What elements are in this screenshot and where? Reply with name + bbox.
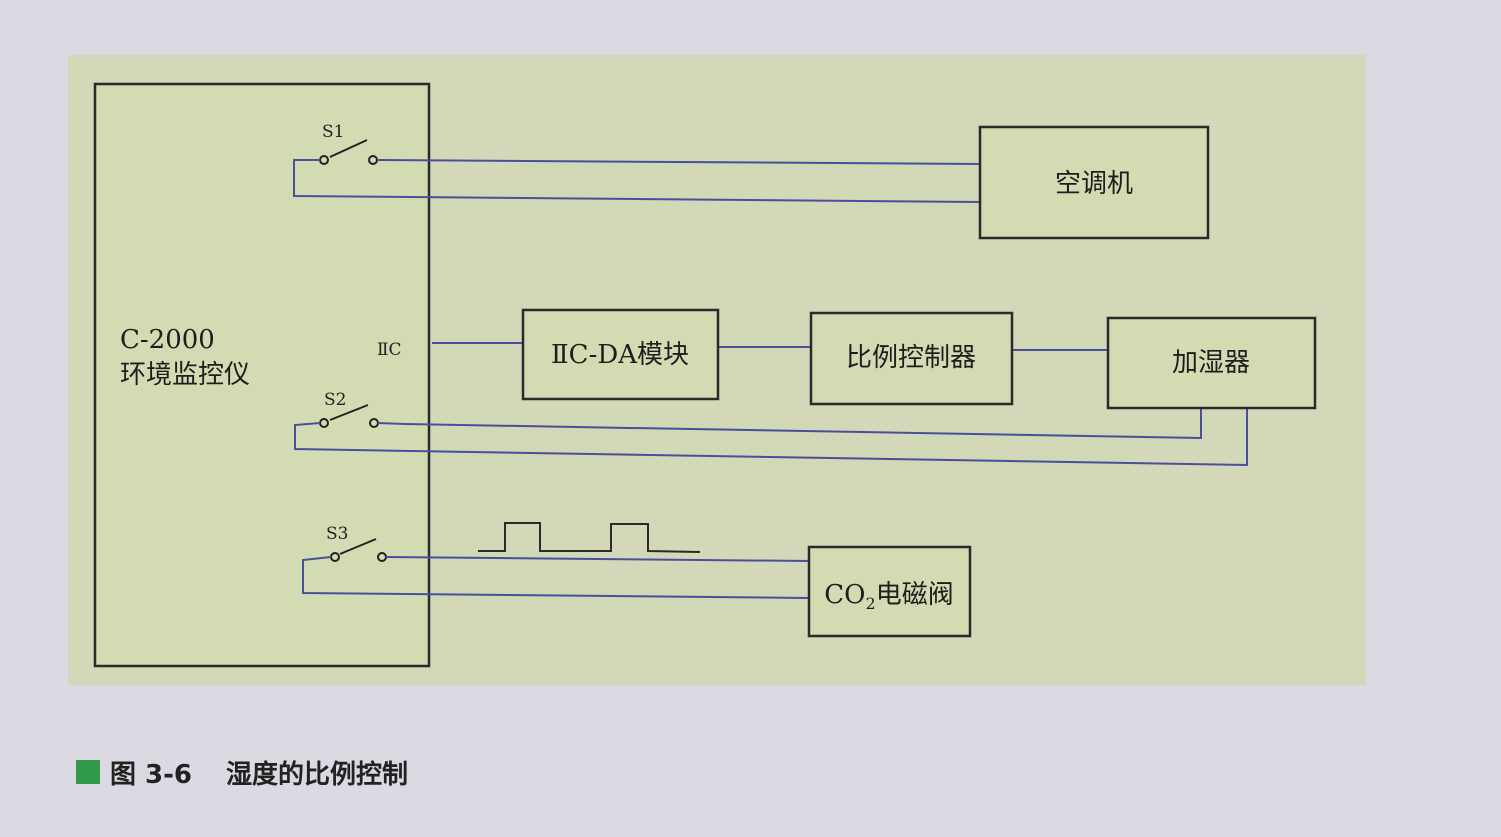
co2-valve-label: CO2电磁阀: [824, 580, 953, 613]
wire-s2-return: [294, 408, 1248, 467]
controller-label: 比例控制器: [846, 343, 976, 373]
switch-s2: [319, 404, 379, 428]
wires: [293, 159, 1248, 599]
co2-prefix: CO: [824, 580, 865, 610]
pulse-waveform: [478, 522, 701, 553]
switch-s3: [330, 538, 387, 562]
air-conditioner-label: 空调机: [1055, 169, 1133, 199]
switch-label-s1: S1: [322, 122, 344, 142]
wire-s1-feed: [376, 159, 981, 165]
da-module-label: ⅡC-DA模块: [551, 340, 689, 370]
da-module-box: [521, 308, 720, 401]
caption-title: 湿度的比例控制: [226, 759, 409, 790]
controller-box: [809, 311, 1014, 406]
co2-subscript: 2: [866, 594, 876, 613]
wire-s3-return: [302, 556, 810, 599]
switch-label-s2: S2: [324, 390, 346, 410]
humidifier-label: 加湿器: [1172, 348, 1250, 378]
caption-marker-icon: [76, 760, 100, 784]
co2-suffix: 电磁阀: [876, 580, 954, 610]
switch-label-s3: S3: [326, 524, 348, 544]
monitor-name: 环境监控仪: [120, 360, 250, 390]
wire-s3-feed: [385, 556, 810, 562]
monitor-model: C-2000: [120, 325, 215, 355]
monitor-box: [93, 82, 431, 668]
wire-s2-feed: [377, 407, 1202, 440]
humidifier-box: [1106, 316, 1317, 410]
figure-caption: 图 3-6 湿度的比例控制: [76, 752, 408, 792]
air-conditioner-box: [978, 125, 1210, 240]
wire-s1-return: [293, 159, 981, 203]
caption-number: 图 3-6: [110, 759, 193, 790]
port-label: ⅡC: [377, 340, 402, 360]
co2-valve-box: [807, 545, 972, 638]
